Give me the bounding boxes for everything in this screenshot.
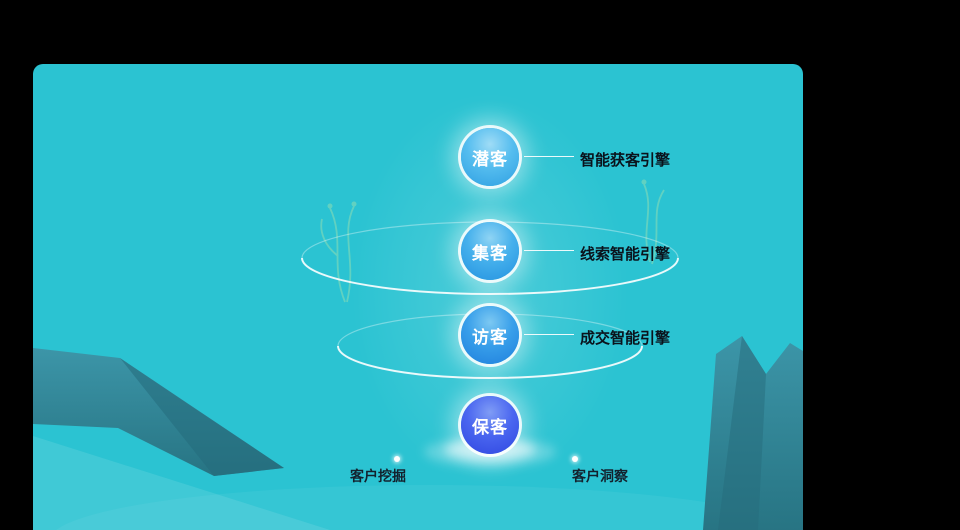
funnel-sphere-stage1-label: 潜客: [472, 149, 508, 169]
funnel-sphere-stage1: 潜客: [461, 128, 519, 186]
funnel-sphere-stage2: 集客: [461, 222, 519, 280]
funnel-sphere-stage4-label: 保客: [472, 417, 508, 437]
connector-line-stage3: [524, 334, 574, 335]
funnel-sphere-stage2-label: 集客: [472, 243, 508, 263]
footer-dot-2: [572, 456, 578, 462]
engine-label-stage2: 线索智能引擎: [580, 246, 671, 263]
funnel-sphere-stage3: 访客: [461, 306, 519, 364]
footer-label-customer-insight: 客户洞察: [572, 468, 628, 484]
footer-dot-1: [394, 456, 400, 462]
connector-line-stage1: [524, 156, 574, 157]
engine-label-stage1: 智能获客引擎: [580, 152, 671, 169]
funnel-sphere-stage4: 保客: [461, 396, 519, 454]
connector-line-stage2: [524, 250, 574, 251]
engine-label-stage3: 成交智能引擎: [580, 330, 671, 347]
footer-label-customer-mining: 客户挖掘: [350, 468, 406, 484]
funnel-sphere-stage3-label: 访客: [472, 327, 508, 347]
